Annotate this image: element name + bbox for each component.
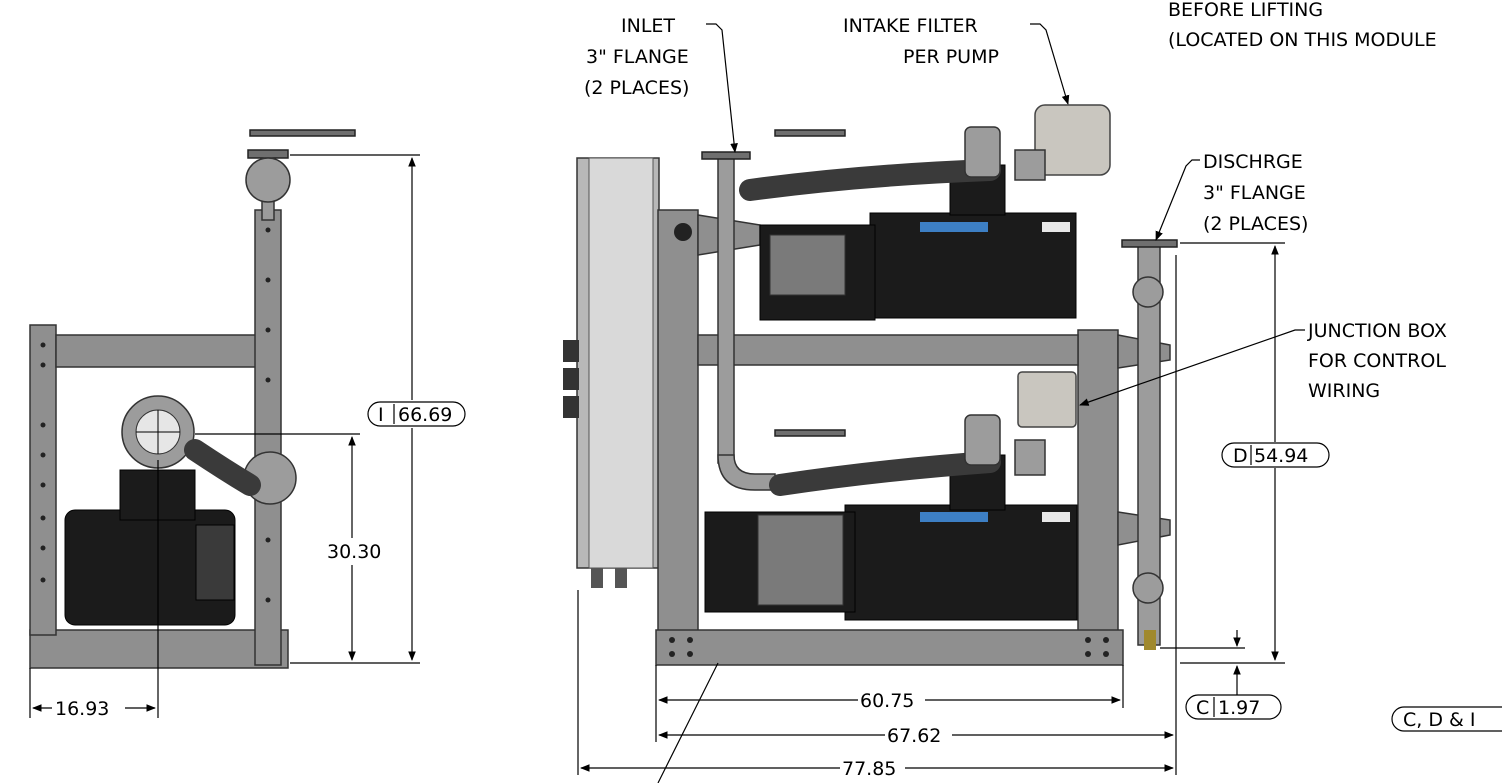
width-frame-value: 60.75 bbox=[860, 690, 914, 712]
offset-balloon bbox=[1185, 694, 1282, 720]
inlet-riser bbox=[717, 157, 735, 464]
upper-valve-handle bbox=[774, 129, 846, 137]
control-panel-door bbox=[588, 157, 654, 569]
upper-pump-label bbox=[920, 222, 988, 232]
callout-discharge-line3: (2 PLACES) bbox=[1203, 213, 1308, 235]
callout-discharge-leader bbox=[1155, 159, 1200, 241]
side-height-tag: I bbox=[378, 404, 384, 426]
panel-connector-1 bbox=[563, 340, 579, 362]
filter-connector-lower bbox=[1014, 439, 1046, 476]
callout-lifting-line1: BEFORE LIFTING bbox=[1168, 0, 1323, 21]
callout-discharge: DISCHRGE 3" FLANGE (2 PLACES) bbox=[1155, 151, 1308, 241]
side-frame-holes bbox=[40, 227, 271, 603]
panel-gland-2 bbox=[615, 568, 627, 588]
callout-junction-line3: WIRING bbox=[1308, 380, 1380, 402]
upper-pump-badge bbox=[1042, 222, 1070, 232]
inlet-flange bbox=[701, 151, 751, 160]
side-crossbar bbox=[55, 334, 257, 368]
side-top-flange bbox=[247, 149, 289, 159]
callout-inlet-line1: INLET bbox=[621, 15, 675, 37]
discharge-flange bbox=[1121, 239, 1178, 248]
lower-motor-box bbox=[757, 514, 844, 606]
callout-inlet: INLET 3" FLANGE (2 PLACES) bbox=[584, 15, 738, 153]
side-base-frame bbox=[29, 629, 289, 669]
callout-junction-line1: JUNCTION BOX bbox=[1307, 320, 1447, 342]
panel-gland-1 bbox=[591, 568, 603, 588]
discharge-valve-upper bbox=[1132, 276, 1164, 308]
callout-filter-line1: INTAKE FILTER bbox=[843, 15, 978, 37]
lower-pump-badge bbox=[1042, 512, 1070, 522]
callout-inlet-line2: 3" FLANGE bbox=[586, 46, 689, 68]
callout-inlet-leader bbox=[706, 23, 738, 153]
callout-intake-filter: INTAKE FILTER PER PUMP bbox=[843, 15, 1070, 105]
callout-discharge-line1: DISCHRGE bbox=[1203, 151, 1303, 173]
callout-filter-line2: PER PUMP bbox=[903, 46, 999, 68]
legend-balloon bbox=[1391, 706, 1502, 732]
callout-junction-box: JUNCTION BOX FOR CONTROL WIRING bbox=[1079, 320, 1447, 406]
side-offset-value: 16.93 bbox=[55, 698, 109, 720]
panel-connector-2 bbox=[563, 368, 579, 390]
front-view bbox=[563, 104, 1178, 666]
discharge-valve-lower bbox=[1132, 572, 1164, 604]
junction-box bbox=[1017, 371, 1077, 428]
side-hose bbox=[184, 439, 261, 496]
lower-pump-label bbox=[920, 512, 988, 522]
upper-motor-box bbox=[769, 234, 846, 296]
side-right-upright bbox=[254, 209, 282, 666]
width-overall-value: 77.85 bbox=[842, 758, 896, 780]
front-dimensions: D 54.94 C 1.97 60.75 67.62 77.85 C, D & … bbox=[577, 242, 1502, 783]
base-holes bbox=[669, 637, 1109, 657]
side-view: I 66.69 30.30 16.93 bbox=[29, 129, 466, 720]
legend-text: C, D & I bbox=[1403, 709, 1475, 731]
panel-connector-3 bbox=[563, 396, 579, 418]
discharge-tag: D bbox=[1233, 445, 1248, 467]
front-crossbar bbox=[697, 334, 1079, 366]
lifting-eye bbox=[674, 223, 692, 241]
side-motor-box bbox=[195, 524, 235, 601]
discharge-balloon bbox=[1221, 442, 1330, 468]
offset-value: 1.97 bbox=[1218, 697, 1260, 719]
callout-discharge-line2: 3" FLANGE bbox=[1203, 182, 1306, 204]
offset-tag: C bbox=[1196, 697, 1209, 719]
side-valve-handle bbox=[249, 129, 356, 137]
callout-junction-line2: FOR CONTROL bbox=[1308, 350, 1446, 372]
lower-pump-body bbox=[844, 504, 1078, 621]
lower-valve-handle bbox=[774, 429, 846, 437]
discharge-value: 54.94 bbox=[1254, 445, 1308, 467]
callout-filter-leader bbox=[1030, 23, 1070, 105]
lower-elbow bbox=[964, 414, 1001, 466]
side-inlet-center-mark bbox=[136, 410, 180, 454]
front-left-upright bbox=[657, 209, 699, 636]
width-mid-value: 67.62 bbox=[887, 725, 941, 747]
discharge-drain bbox=[1144, 630, 1156, 650]
side-height-balloon bbox=[367, 401, 466, 427]
upper-hose bbox=[739, 159, 1001, 201]
inlet-elbow bbox=[717, 454, 776, 491]
upper-elbow bbox=[964, 126, 1001, 178]
filter-connector-upper bbox=[1014, 149, 1046, 181]
side-height-value: 66.69 bbox=[398, 404, 452, 426]
callout-lifting-line2: (LOCATED ON THIS MODULE bbox=[1168, 29, 1437, 51]
lower-hose bbox=[769, 451, 1001, 496]
callout-junction-leader bbox=[1079, 329, 1305, 406]
front-base-frame bbox=[655, 629, 1124, 666]
side-left-upright bbox=[29, 324, 57, 636]
lifting-point-leader bbox=[657, 662, 719, 783]
front-right-upright bbox=[1077, 329, 1119, 636]
side-top-valve bbox=[245, 157, 291, 203]
side-inlet-height-value: 30.30 bbox=[327, 541, 381, 563]
intake-filter-upper bbox=[1034, 104, 1111, 176]
callout-lifting: BEFORE LIFTING (LOCATED ON THIS MODULE bbox=[1168, 0, 1437, 51]
callout-inlet-line3: (2 PLACES) bbox=[584, 77, 689, 99]
